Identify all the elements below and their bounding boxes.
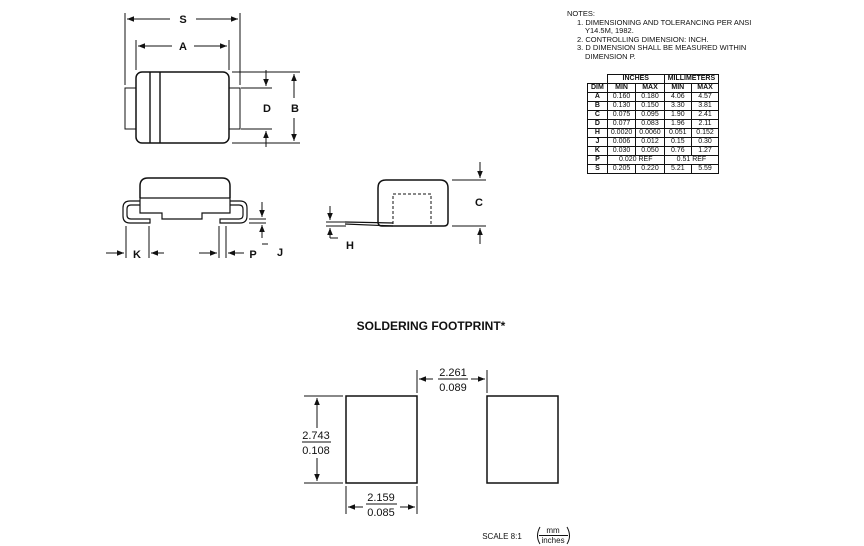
footprint-units-inches: inches — [541, 536, 564, 545]
front-view-right-lead — [219, 200, 248, 224]
notes-block: NOTES: 1. DIMENSIONING AND TOLERANCING P… — [567, 9, 767, 62]
top-view-left-lead — [124, 87, 137, 130]
table-header-row: DIM MIN MAX MIN MAX — [587, 83, 720, 93]
footprint-width-mm: 2.159 — [367, 492, 395, 504]
column-header: MIN — [606, 83, 637, 93]
dim-label-h: H — [346, 240, 354, 252]
footprint-title: SOLDERING FOOTPRINT* — [357, 319, 506, 333]
end-view-body — [377, 179, 449, 227]
front-view — [106, 177, 268, 258]
column-header: MAX — [635, 83, 665, 93]
table-row: D 0.077 0.083 1.96 2.11 — [587, 119, 720, 129]
soldering-footprint — [302, 370, 570, 545]
note-line: DIMENSION P. — [585, 51, 636, 61]
table-row: K 0.030 0.050 0.76 1.27 — [587, 146, 720, 156]
footprint-pad-right — [486, 395, 559, 484]
group-header-inches: INCHES — [606, 74, 665, 84]
footprint-pad-left — [345, 395, 418, 484]
table-group-header-row: INCHES MILLIMETERS — [587, 74, 720, 84]
front-view-left-lead — [122, 200, 151, 224]
table-row: A 0.160 0.180 4.06 4.57 — [587, 92, 720, 102]
note-line: Y14.5M, 1982. — [585, 26, 634, 36]
column-header: MIN — [663, 83, 692, 93]
footprint-gap-in: 0.089 — [439, 382, 467, 394]
dim-label-d: D — [263, 103, 271, 115]
dim-label-k: K — [133, 249, 141, 261]
footprint-gap-mm: 2.261 — [439, 367, 467, 379]
end-view — [326, 162, 486, 244]
dim-label-p: P — [249, 249, 256, 261]
footprint-scale: SCALE 8:1 — [482, 532, 522, 541]
front-view-body — [139, 177, 231, 198]
column-header: DIM — [587, 83, 608, 93]
top-view-right-lead — [228, 87, 241, 130]
note-line: 3. D DIMENSION SHALL BE MEASURED WITHIN — [577, 43, 747, 53]
footprint-height-in: 0.108 — [302, 445, 330, 457]
table-row: S 0.205 0.220 5.21 5.59 — [587, 164, 720, 174]
dim-label-b: B — [291, 103, 299, 115]
footprint-height-mm: 2.743 — [302, 430, 330, 442]
dim-label-a: A — [179, 41, 187, 53]
footprint-units-mm: mm — [546, 526, 560, 535]
table-row: B 0.130 0.150 3.30 3.81 — [587, 101, 720, 111]
footprint-width-in: 0.085 — [367, 507, 395, 519]
dimension-table: INCHES MILLIMETERS DIM MIN MAX MIN MAX A… — [587, 74, 720, 174]
end-view-lead — [392, 193, 432, 227]
table-row: H 0.0020 0.0060 0.051 0.152 — [587, 128, 720, 138]
dim-label-s: S — [179, 14, 186, 26]
notes-heading: NOTES: — [567, 9, 595, 18]
note-line: 2. CONTROLLING DIMENSION: INCH. — [577, 34, 709, 44]
group-header-millimeters: MILLIMETERS — [663, 74, 720, 84]
column-header: MAX — [690, 83, 720, 93]
table-row: P 0.020 REF 0.51 REF — [587, 155, 720, 165]
table-row: J 0.006 0.012 0.15 0.30 — [587, 137, 720, 147]
dim-label-j: J — [277, 247, 283, 259]
table-row: C 0.075 0.095 1.90 2.41 — [587, 110, 720, 120]
note-line: 1. DIMENSIONING AND TOLERANCING PER ANSI — [577, 17, 752, 27]
dim-label-c: C — [475, 197, 483, 209]
top-view — [124, 13, 300, 147]
